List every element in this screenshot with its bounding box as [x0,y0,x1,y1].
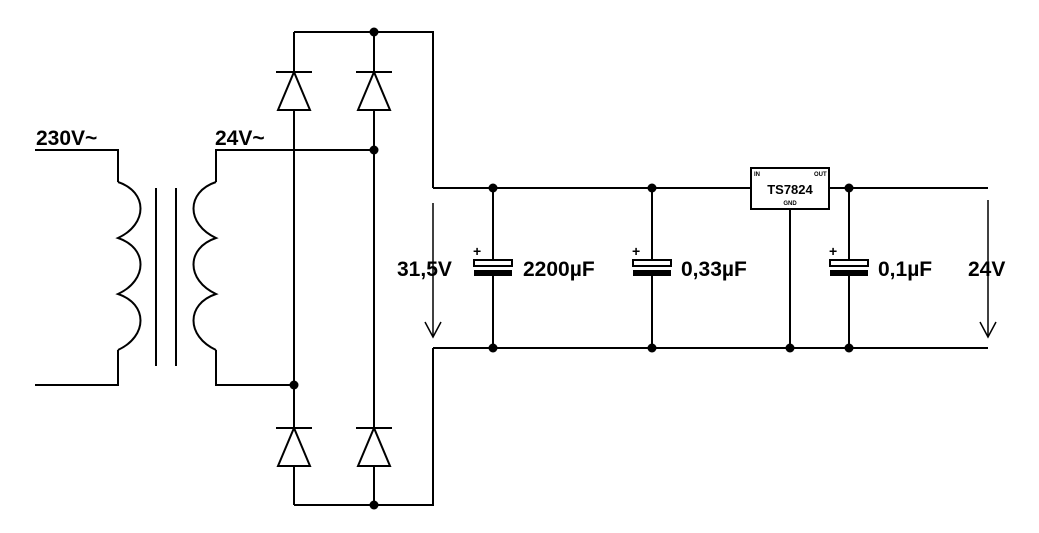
primary-coil [115,181,142,351]
secondary-voltage-label: 24V~ [215,127,265,150]
capacitor-c2-value: 0,33µF [681,258,747,281]
regulator-pin-in: IN [754,172,760,178]
capacitor-c2-polarity: + [632,243,640,259]
regulator-pin-out: OUT [814,172,827,178]
secondary-coil [192,181,219,351]
junction-dots [289,27,854,510]
diode-d1 [276,69,312,111]
rails [433,187,988,349]
capacitor-c2: + [632,188,672,348]
rectified-voltage-arrow [424,203,442,339]
regulator-name: TS7824 [767,182,813,197]
capacitor-c3-polarity: + [829,243,837,259]
output-voltage-label: 24V [968,258,1005,281]
diode-d2 [356,69,392,111]
capacitor-c1: + [473,188,513,348]
capacitor-c3: + [829,188,869,348]
capacitor-c1-value: 2200µF [523,258,595,281]
regulator-pin-gnd: GND [783,201,797,207]
primary-voltage-label: 230V~ [36,127,97,150]
transformer [35,149,374,386]
bridge-rectifier [276,31,434,506]
capacitor-c1-polarity: + [473,243,481,259]
diode-d4 [356,425,392,467]
capacitor-c3-value: 0,1µF [878,258,932,281]
diode-d3 [276,425,312,467]
rectified-voltage-label: 31,5V [397,258,452,281]
voltage-regulator: IN OUT TS7824 GND [750,167,830,348]
output-voltage-arrow [979,200,997,339]
